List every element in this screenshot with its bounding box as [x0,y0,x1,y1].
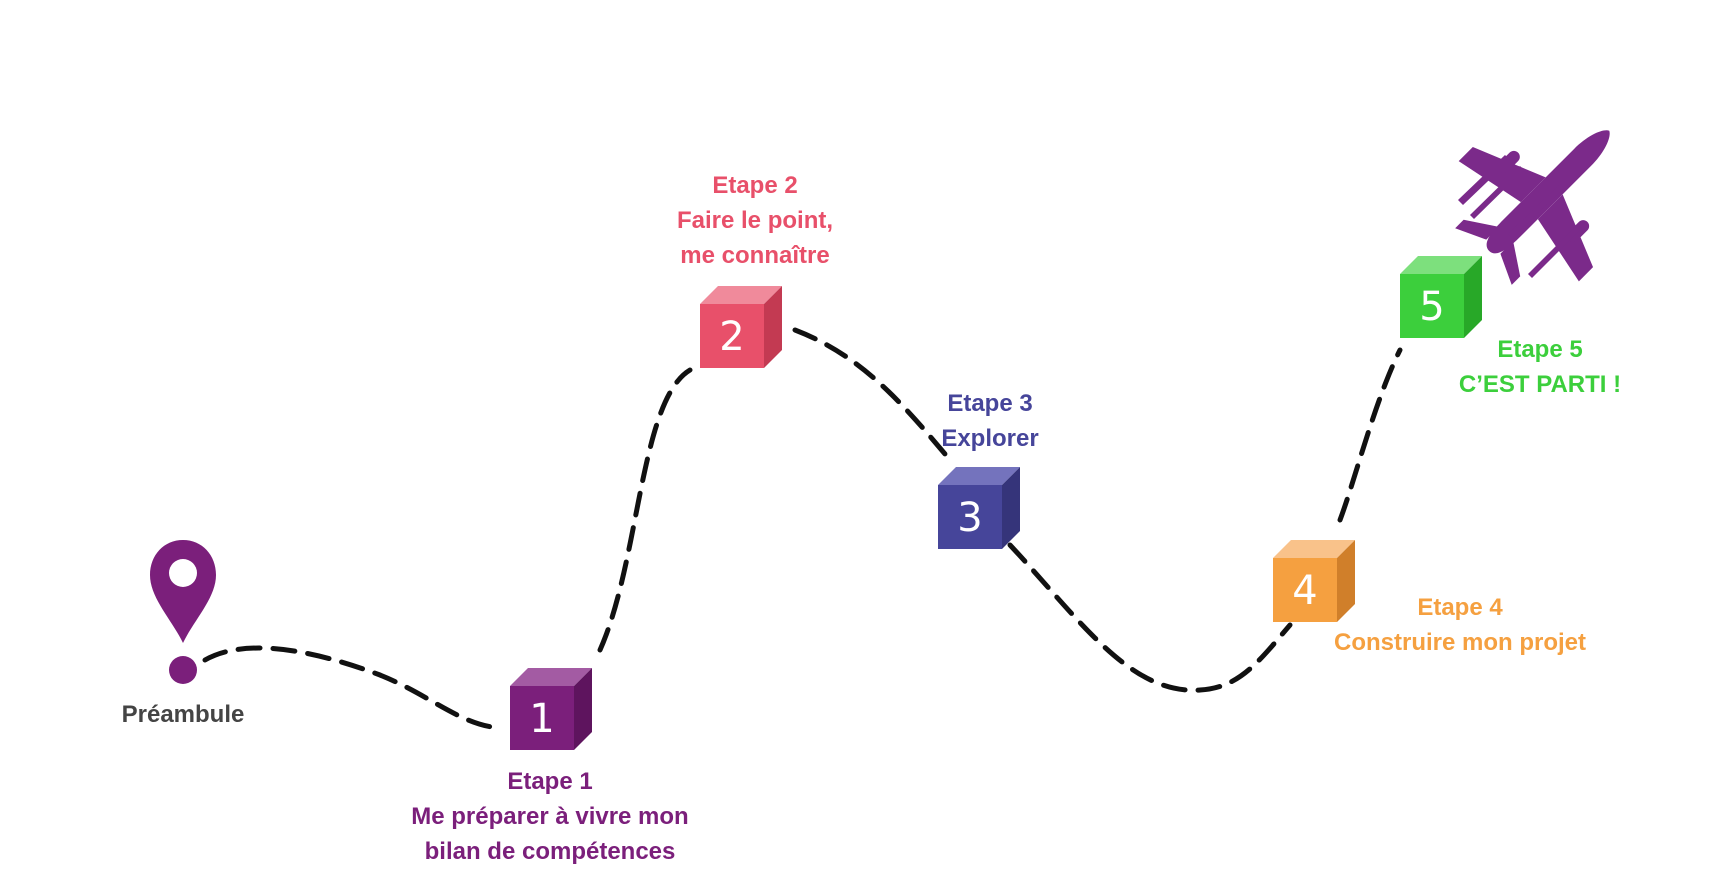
step-1-cube: 1 [510,668,592,750]
step-2-line-2: me connaître [680,242,830,269]
step-3-label: Etape 3 Explorer [910,386,1070,456]
map-pin-icon [150,540,216,684]
step-4-cube: 4 [1273,540,1355,622]
step-5-cube: 5 [1400,256,1482,338]
step-3-line-1: Explorer [941,425,1039,452]
step-1-label: Etape 1 Me préparer à vivre mon bilan de… [380,764,720,869]
step-4-label: Etape 4 Construire mon projet [1300,590,1620,660]
step-4-number: 4 [1292,568,1317,614]
step-2-cube: 2 [700,286,782,368]
journey-path [202,327,1403,731]
step-2-title: Etape 2 [712,172,798,199]
step-2-label: Etape 2 Faire le point, me connaître [630,168,880,273]
step-3-number: 3 [957,495,982,541]
step-5-title: Etape 5 [1497,336,1583,363]
preamble-label: Préambule [110,697,256,732]
step-3-cube: 3 [938,467,1020,549]
preamble-text: Préambule [121,701,245,728]
step-3-title: Etape 3 [947,390,1033,417]
step-5-line-1: C’EST PARTI ! [1458,371,1622,398]
step-2-line-1: Faire le point, [676,207,834,234]
step-1-title: Etape 1 [507,768,593,795]
step-2-number: 2 [719,314,744,360]
step-5-label: Etape 5 C’EST PARTI ! [1440,332,1640,402]
step-4-title: Etape 4 [1417,594,1503,621]
step-5-number: 5 [1419,284,1444,330]
airplane-icon [1455,130,1610,285]
step-1-line-1: Me préparer à vivre mon [411,803,689,830]
step-4-line-1: Construire mon projet [1333,629,1586,656]
step-1-number: 1 [529,696,554,742]
step-1-line-2: bilan de compétences [424,838,676,865]
